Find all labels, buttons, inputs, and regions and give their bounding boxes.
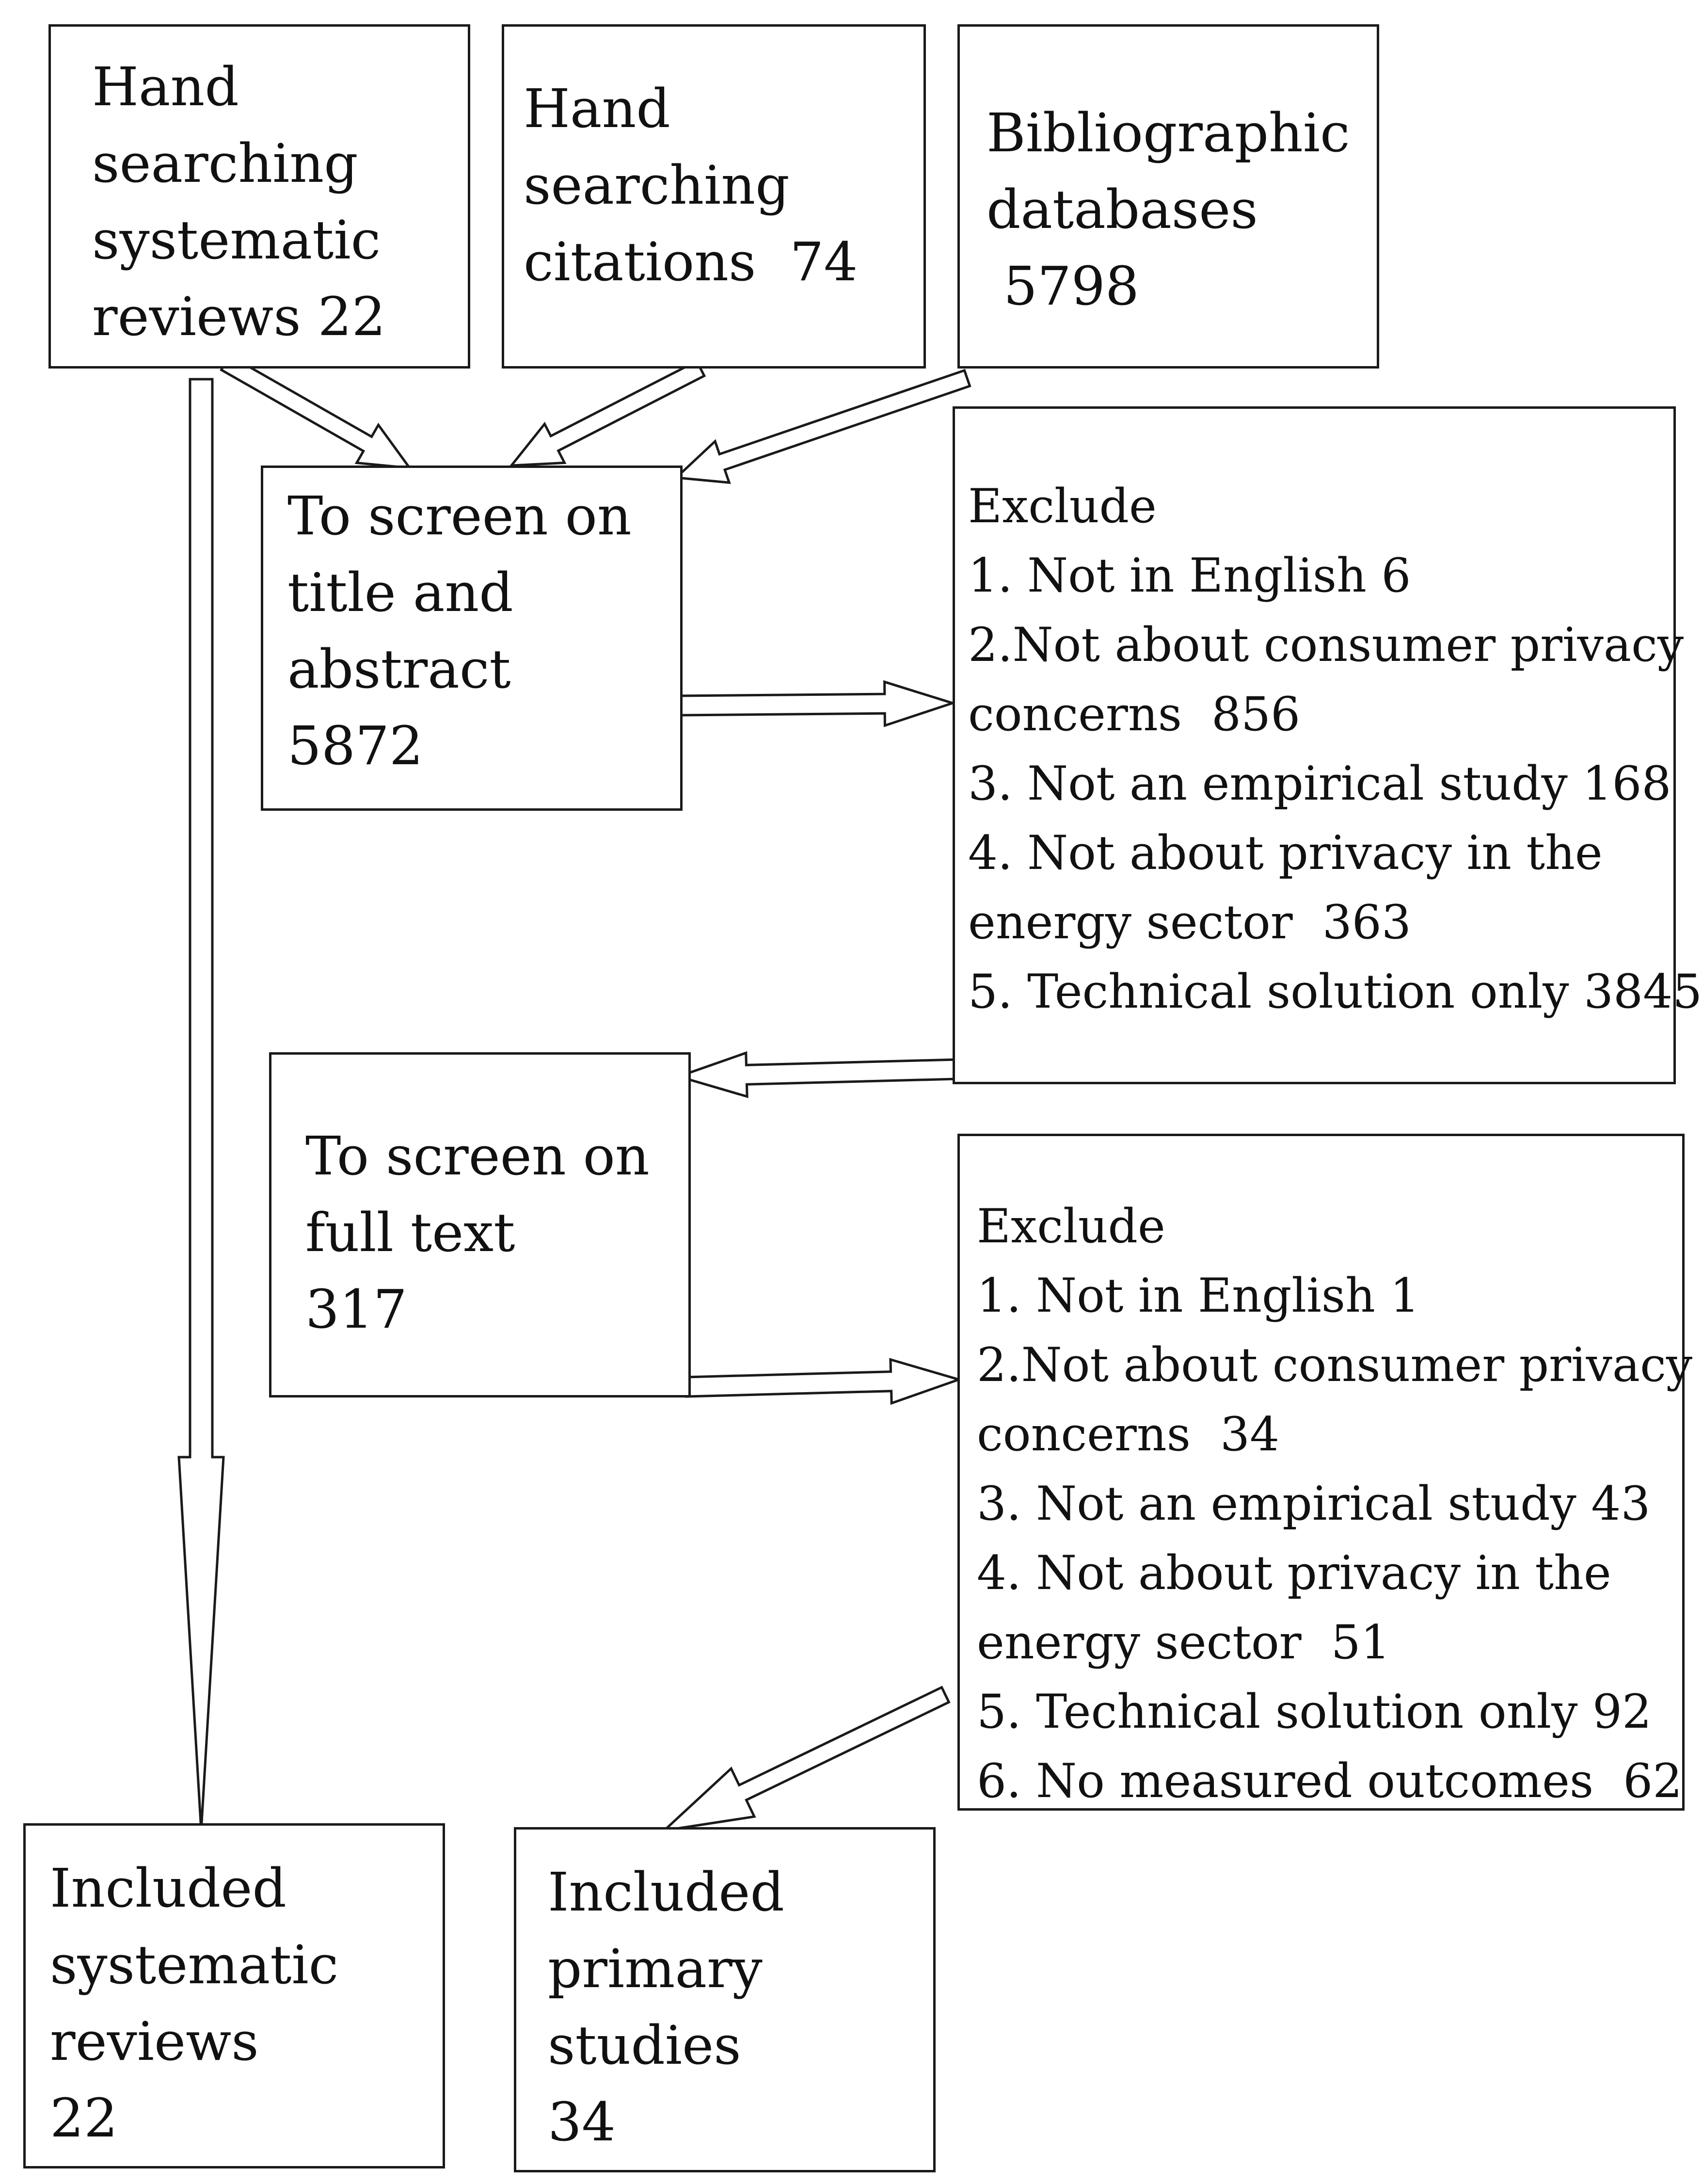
box-line: systematic <box>92 209 381 271</box>
box-line: 4. Not about privacy in the <box>968 826 1603 880</box>
box-line: Exclude <box>968 479 1157 533</box>
box-line: 6. No measured outcomes 62 <box>977 1754 1683 1808</box>
arrow-citations-to-screen <box>509 359 706 467</box>
arrow-hand-sr-to-screen <box>220 353 413 470</box>
box-line: primary <box>548 1938 763 2000</box>
box-line: 5872 <box>287 715 423 777</box>
box-exclude-full-text: Exclude 1. Not in English 1 2.Not about … <box>957 1134 1693 1811</box>
arrow-hand-sr-to-included <box>177 378 225 1831</box>
box-line: 2.Not about consumer privacy <box>968 618 1684 672</box>
arrow-exclude2-to-primary <box>660 1686 951 1832</box>
box-hand-searching-systematic-reviews: Hand searching systematic reviews 22 <box>48 24 470 369</box>
box-line: energy sector 51 <box>977 1615 1390 1670</box>
box-line: concerns 856 <box>968 687 1301 741</box>
box-line: searching <box>524 154 790 216</box>
box-line: energy sector 363 <box>968 895 1411 949</box>
box-hand-searching-citations: Hand searching citations 74 <box>502 24 926 369</box>
box-line: databases <box>987 178 1258 241</box>
box-line: To screen on <box>305 1125 650 1187</box>
box-line: 3. Not an empirical study 43 <box>977 1477 1651 1531</box>
arrow-biblio-to-screen <box>673 369 971 484</box>
box-line: systematic <box>50 1934 339 1996</box>
box-line: searching <box>92 132 358 194</box>
box-line: 22 <box>50 2087 118 2149</box>
box-line: Bibliographic <box>987 102 1350 164</box>
box-line: title and <box>287 562 513 624</box>
box-line: 1. Not in English 6 <box>968 548 1411 603</box>
box-line: 3. Not an empirical study 168 <box>968 756 1671 811</box>
box-line: 5798 <box>987 255 1139 317</box>
box-exclude-title-abstract: Exclude 1. Not in English 6 2.Not about … <box>953 406 1703 1084</box>
box-line: 2.Not about consumer privacy <box>977 1338 1693 1392</box>
arrow-screen-to-exclude1 <box>676 680 957 727</box>
box-bibliographic-databases: Bibliographic databases 5798 <box>957 24 1379 369</box>
box-line: To screen on <box>287 485 632 547</box>
box-line: studies <box>548 2014 741 2076</box>
box-line: full text <box>305 1202 515 1264</box>
box-line: 5. Technical solution only 92 <box>977 1685 1652 1739</box>
box-line: abstract <box>287 638 511 700</box>
box-line: 5. Technical solution only 3845 <box>968 964 1703 1019</box>
box-screen-title-abstract: To screen on title and abstract 5872 <box>261 466 683 811</box>
box-line: reviews 22 <box>92 286 386 348</box>
box-line: 317 <box>305 1278 407 1340</box>
box-line: concerns 34 <box>977 1407 1280 1461</box>
box-included-systematic-reviews: Included systematic reviews 22 <box>23 1823 445 2168</box>
box-line: reviews <box>50 2010 259 2072</box>
box-line: Included <box>548 1861 784 1923</box>
box-line: Hand <box>92 56 239 118</box>
box-line: citations 74 <box>524 231 858 293</box>
box-line: 1. Not in English 1 <box>977 1269 1420 1323</box>
arrow-exclude1-to-fulltext <box>674 1051 959 1098</box>
arrow-fulltext-to-exclude2 <box>684 1358 963 1405</box>
box-screen-full-text: To screen on full text 317 <box>269 1052 691 1397</box>
box-line: Hand <box>524 78 670 140</box>
box-line: Exclude <box>977 1199 1165 1253</box>
box-line: Included <box>50 1857 286 1919</box>
box-line: 4. Not about privacy in the <box>977 1546 1611 1600</box>
box-line: 34 <box>548 2091 616 2153</box>
box-included-primary-studies: Included primary studies 34 <box>514 1827 936 2172</box>
